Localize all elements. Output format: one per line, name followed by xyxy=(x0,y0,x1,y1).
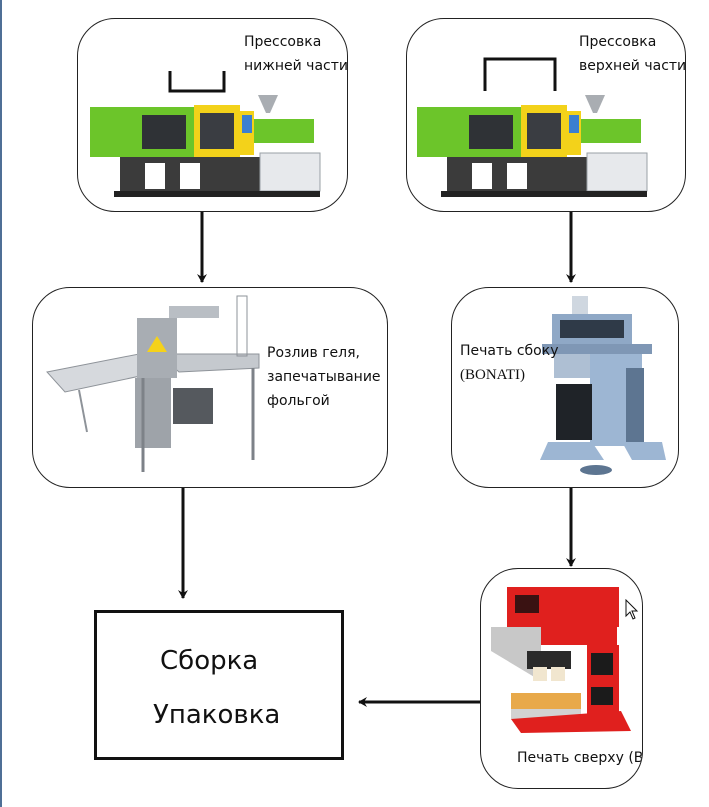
screen-printing-machine-icon xyxy=(540,296,666,475)
node-press-bottom: Прессовка нижней части xyxy=(77,18,348,212)
gel-filling-sealing-machine-icon xyxy=(46,295,260,472)
node-gel-fill-label-3: фольгой xyxy=(267,393,330,409)
node-press-bottom-label-1: Прессовка xyxy=(244,34,322,50)
node-gel-fill-label-2: запечатывание xyxy=(267,369,381,385)
node-press-top-label-2: верхней части xyxy=(579,58,686,74)
node-side-print: Печать сбоку (BONATI) xyxy=(451,287,679,488)
bottom-part-bracket-icon xyxy=(168,71,226,93)
node-top-print: Печать сверху (В) xyxy=(480,568,643,789)
pad-printing-machine-icon xyxy=(491,587,631,733)
node-press-top: Прессовка верхней части xyxy=(406,18,686,212)
injection-molding-machine-icon xyxy=(90,95,321,197)
node-assembly-label-1: Сборка xyxy=(160,646,259,676)
node-press-top-label-1: Прессовка xyxy=(579,34,657,50)
node-press-bottom-label-2: нижней части xyxy=(244,58,348,74)
injection-molding-machine-icon xyxy=(417,95,648,197)
node-gel-fill-label-1: Розлив геля, xyxy=(267,345,360,361)
node-side-print-label-2: (BONATI) xyxy=(460,367,525,383)
node-assembly: Сборка Упаковка xyxy=(94,610,344,760)
node-gel-fill: Розлив геля, запечатывание фольгой xyxy=(32,287,388,488)
window-frame-edge xyxy=(0,0,2,807)
node-side-print-label-1: Печать сбоку xyxy=(460,343,559,359)
node-top-print-label: Печать сверху (В) xyxy=(517,750,643,766)
node-assembly-label-2: Упаковка xyxy=(153,700,281,730)
top-part-bracket-icon xyxy=(483,57,557,91)
mouse-cursor-icon xyxy=(625,599,639,620)
